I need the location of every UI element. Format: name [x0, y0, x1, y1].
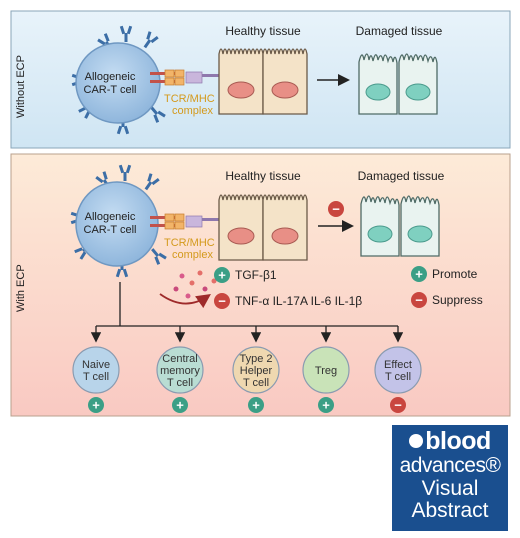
car-t-cell-bottom: Allogeneic CAR-T cell — [70, 164, 168, 278]
plus-symbol: + — [415, 267, 423, 282]
healthy-label-bottom: Healthy tissue — [225, 169, 301, 183]
damaged-label-bottom: Damaged tissue — [358, 169, 445, 183]
logo-line2: advances® — [399, 454, 501, 477]
cytokine-down-label: TNF-α IL-17A IL-6 IL-1β — [235, 294, 362, 308]
plus-symbol: + — [252, 398, 260, 413]
plus-symbol: + — [92, 398, 100, 413]
differentiation-tree — [90, 282, 404, 343]
suppress-tissue-damage-marker: − — [328, 201, 344, 217]
minus-symbol: − — [394, 398, 402, 413]
cell-label-bottom-line1: Allogeneic — [85, 211, 136, 223]
healthy-tissue-bottom: Healthy tissue — [218, 169, 308, 261]
promote-icon — [172, 397, 188, 413]
t-cell-label-line: T cell — [167, 377, 193, 389]
t-cell-circle — [156, 346, 204, 394]
promote-icon — [88, 397, 104, 413]
t-cell-label-line: Central — [162, 353, 197, 365]
minus-symbol: − — [332, 202, 340, 217]
t-cell-label-line: T cell — [385, 371, 411, 383]
t-cell-label-line: memory — [160, 365, 200, 377]
t-cell-label-line: Naive — [82, 359, 110, 371]
cytokine-up: + TGF-β1 — [214, 267, 277, 283]
cytokine-up-label: TGF-β1 — [235, 268, 277, 282]
promote-icon — [248, 397, 264, 413]
damaged-tissue-bottom: Damaged tissue — [358, 169, 445, 257]
t-cell-label-line: Helper — [240, 365, 273, 377]
legend-promote: Promote — [432, 267, 478, 281]
t-cell-subset: Treg + — [302, 346, 350, 413]
healthy-label-top: Healthy tissue — [225, 24, 301, 38]
secretion-arrow — [159, 293, 211, 309]
plus-symbol: + — [322, 398, 330, 413]
cytokine-dots — [173, 270, 217, 299]
blood-advances-logo: blood advances® Visual Abstract — [392, 425, 508, 531]
t-cell-circle — [374, 346, 422, 394]
t-cell-circle — [302, 346, 350, 394]
tcr-mhc-complex-bottom: TCR/MHC complex — [150, 213, 220, 261]
suppress-icon — [390, 397, 406, 413]
side-label-with-ecp: With ECP — [15, 264, 27, 312]
side-label-without-ecp: Without ECP — [15, 55, 27, 118]
panel-without-ecp: Without ECP Allogeneic CAR-T cell — [10, 10, 511, 149]
legend-suppress: Suppress — [432, 293, 483, 307]
damaged-tissue-top: Damaged tissue — [356, 24, 443, 115]
tcr-mhc-complex-top: TCR/MHC complex — [150, 69, 220, 117]
minus-symbol: − — [415, 293, 423, 308]
cytokine-down: − TNF-α IL-17A IL-6 IL-1β — [214, 293, 362, 309]
cell-label-bottom-line2: CAR-T cell — [84, 224, 137, 236]
logo-line4: Abstract — [411, 499, 489, 522]
complex-label-top-line2: complex — [172, 105, 213, 117]
cell-label-top-line1: Allogeneic — [85, 71, 136, 83]
complex-label-bottom-line1: TCR/MHC — [164, 237, 215, 249]
logo-line3: Visual — [421, 477, 479, 500]
minus-symbol: − — [218, 294, 226, 309]
damaged-label-top: Damaged tissue — [356, 24, 443, 38]
complex-label-bottom-line2: complex — [172, 249, 213, 261]
t-cell-circle — [72, 346, 120, 394]
car-t-cell-top: Allogeneic CAR-T cell — [71, 25, 167, 135]
legend: + Promote − Suppress — [411, 266, 483, 308]
t-cell-label-line: Effect — [384, 359, 412, 371]
cell-label-top-line2: CAR-T cell — [84, 84, 137, 96]
t-cell-label-line: T cell — [243, 377, 269, 389]
complex-label-top-line1: TCR/MHC — [164, 93, 215, 105]
t-cell-label-line: T cell — [83, 371, 109, 383]
promote-icon — [318, 397, 334, 413]
logo-line1: blood — [425, 427, 491, 455]
t-cell-label-line: Type 2 — [239, 353, 272, 365]
t-cell-circle — [232, 346, 280, 394]
panel-with-ecp: With ECP Allogeneic CAR-T cell — [10, 153, 511, 417]
blood-drop-icon — [409, 434, 424, 448]
plus-symbol: + — [218, 268, 226, 283]
healthy-tissue-top: Healthy tissue — [218, 24, 308, 115]
plus-symbol: + — [176, 398, 184, 413]
t-cell-label-line: Treg — [315, 365, 337, 377]
